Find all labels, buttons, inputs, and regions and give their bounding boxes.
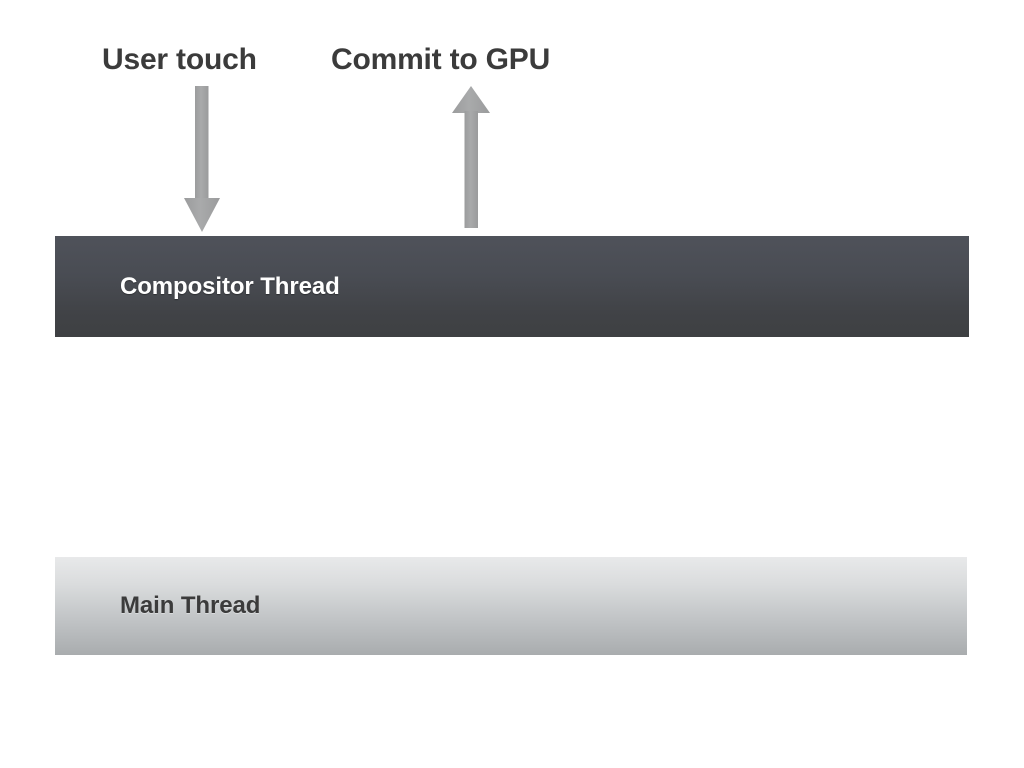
lane-compositor-thread: Compositor Thread: [55, 236, 969, 337]
annotation-label-commit-to-gpu: Commit to GPU: [331, 43, 551, 76]
lane-main-thread: Main Thread: [55, 557, 967, 655]
annotation-label-user-touch: User touch: [102, 43, 257, 76]
lane-label-compositor-thread: Compositor Thread: [120, 272, 340, 300]
arrow-up-icon: [452, 86, 490, 228]
lane-label-main-thread: Main Thread: [120, 592, 261, 619]
arrow-down-icon: [184, 86, 220, 232]
